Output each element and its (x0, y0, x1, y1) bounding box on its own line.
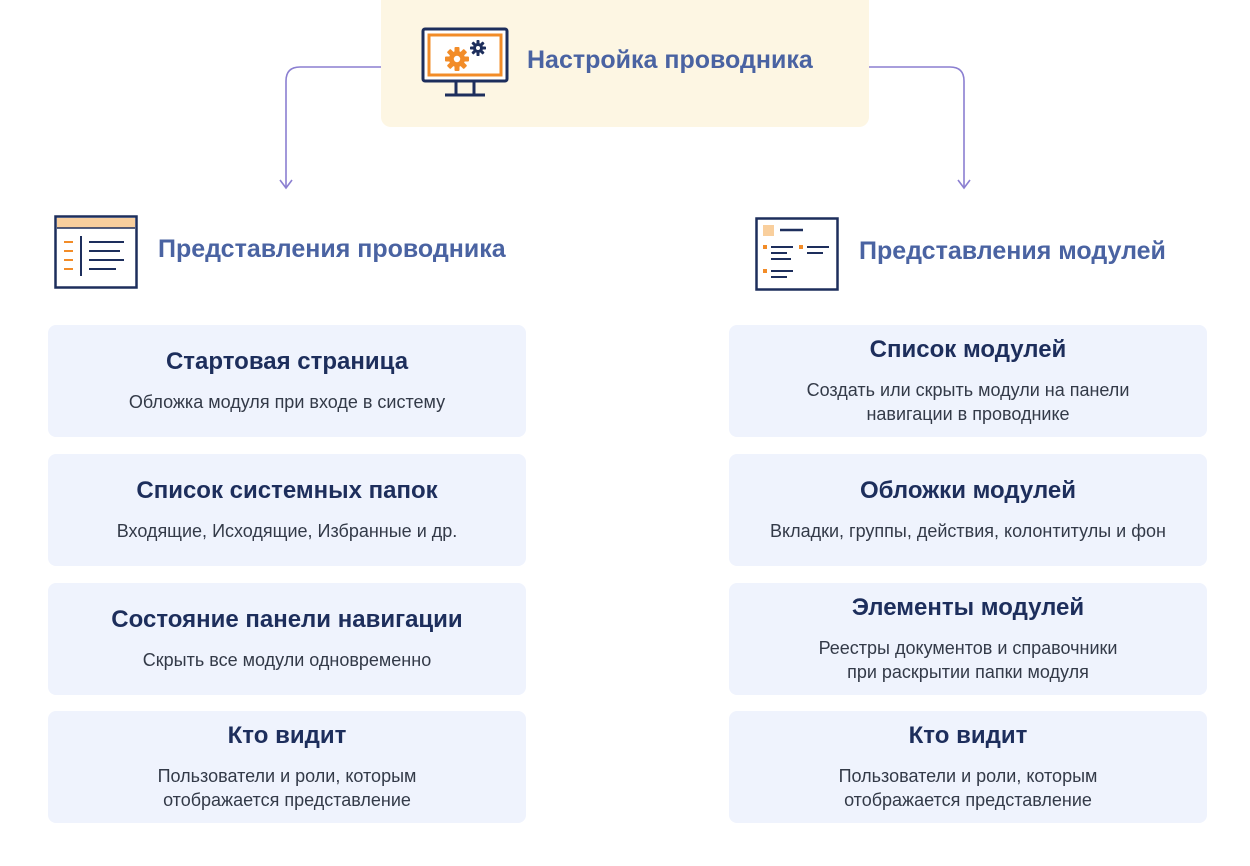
right-card-module-covers: Обложки модулей Вкладки, группы, действи… (729, 454, 1207, 566)
left-card-system-folders: Список системных папок Входящие, Исходящ… (48, 454, 526, 566)
right-section-header: Представления модулей (755, 216, 1215, 292)
left-section-header: Представления проводника (54, 214, 534, 290)
explorer-views-icon (54, 215, 138, 289)
card-description: Реестры документов и справочники при рас… (818, 638, 1118, 682)
connector-left (285, 66, 381, 187)
right-card-who-sees: Кто видит Пользователи и роли, которым о… (729, 711, 1207, 823)
card-title: Список системных папок (136, 477, 438, 504)
card-description: Пользователи и роли, которым отображаетс… (157, 766, 417, 810)
card-title: Обложки модулей (860, 477, 1076, 504)
card-description: Создать или скрыть модули на панели нави… (806, 380, 1130, 424)
right-card-module-elements: Элементы модулей Реестры документов и сп… (729, 583, 1207, 695)
left-card-start-page: Стартовая страница Обложка модуля при вх… (48, 325, 526, 437)
connector-right (869, 66, 965, 187)
root-title: Настройка проводника (527, 46, 813, 74)
monitor-gears-icon (421, 27, 509, 97)
left-section-title: Представления проводника (158, 235, 506, 263)
left-card-who-sees: Кто видит Пользователи и роли, которым о… (48, 711, 526, 823)
card-title: Список модулей (869, 336, 1067, 363)
arrowhead-right (957, 179, 971, 190)
root-node: Настройка проводника (381, 0, 869, 127)
card-title: Элементы модулей (851, 594, 1085, 621)
card-description: Вкладки, группы, действия, колонтитулы и… (770, 521, 1166, 541)
card-title: Стартовая страница (165, 348, 409, 375)
left-card-nav-panel-state: Состояние панели навигации Скрыть все мо… (48, 583, 526, 695)
arrowhead-left (279, 179, 293, 190)
right-section-title: Представления модулей (859, 237, 1166, 265)
card-description: Скрыть все модули одновременно (142, 650, 432, 670)
card-description: Обложка модуля при входе в систему (128, 392, 446, 412)
card-description: Пользователи и роли, которым отображаетс… (838, 766, 1098, 810)
card-title: Кто видит (908, 722, 1028, 749)
right-card-module-list: Список модулей Создать или скрыть модули… (729, 325, 1207, 437)
module-views-icon (755, 217, 839, 291)
card-title: Состояние панели навигации (111, 606, 463, 633)
card-description: Входящие, Исходящие, Избранные и др. (116, 521, 458, 541)
card-title: Кто видит (227, 722, 347, 749)
